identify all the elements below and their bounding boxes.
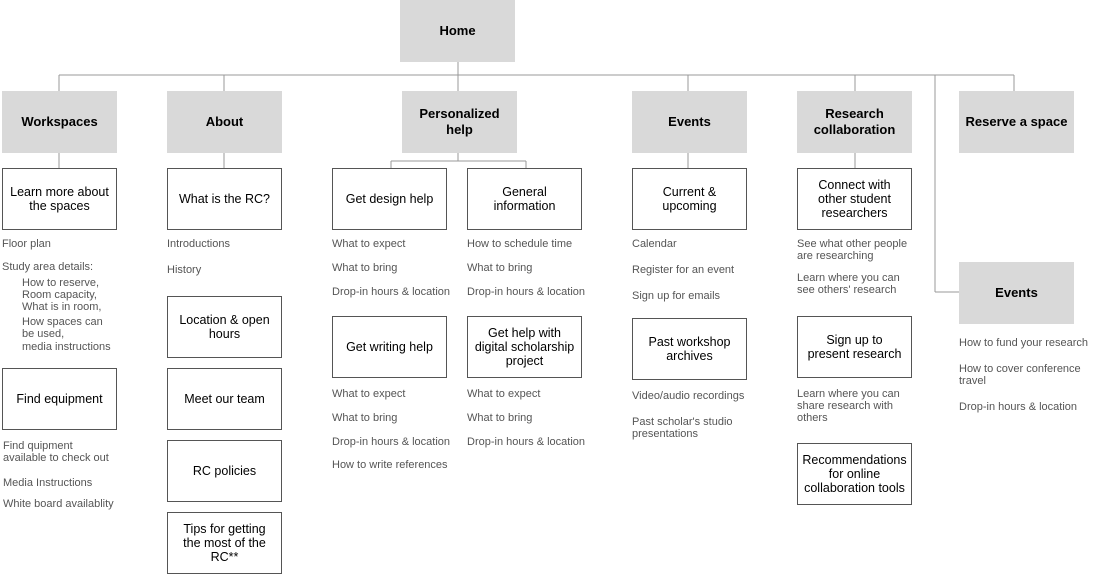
present-research-page[interactable]: Sign up to present research [797, 316, 912, 378]
tips-page[interactable]: Tips for getting the most of the RC** [167, 512, 282, 574]
digital-scholarship-page[interactable]: Get help with digital scholarship projec… [467, 316, 582, 378]
meet-team-page[interactable]: Meet our team [167, 368, 282, 430]
general-info-item: What to bring [467, 262, 533, 274]
study-sub-item: be used, [22, 328, 65, 340]
events-secondary-item: How to fund your research [959, 337, 1089, 349]
rc-policies-page[interactable]: RC policies [167, 440, 282, 502]
writing-help-item: How to write references [332, 459, 448, 471]
introductions-item: Introductions [167, 238, 230, 250]
current-events-item: Calendar [632, 238, 677, 250]
study-sub-item: What is in room, [22, 301, 102, 313]
design-help-page[interactable]: Get design help [332, 168, 447, 230]
home-node[interactable]: Home [400, 0, 515, 62]
history-item: History [167, 264, 202, 276]
what-is-rc-page[interactable]: What is the RC? [167, 168, 282, 230]
research-collaboration-node[interactable]: Research collaboration [797, 91, 912, 153]
digital-scholarship-item: What to bring [467, 412, 533, 424]
location-hours-page[interactable]: Location & open hours [167, 296, 282, 358]
personalized-help-node[interactable]: Personalized help [402, 91, 517, 153]
learn-spaces-page[interactable]: Learn more about the spaces [2, 168, 117, 230]
events-secondary-item: How to cover conference travel [959, 363, 1081, 387]
past-workshop-item: Past scholar's studio presentations [632, 416, 733, 440]
writing-help-item: What to bring [332, 412, 398, 424]
floor-plan-item: Floor plan [2, 238, 51, 250]
current-events-item: Sign up for emails [632, 290, 721, 302]
study-area-item: Study area details: [2, 261, 94, 273]
past-workshop-item: Video/audio recordings [632, 390, 745, 402]
general-info-page[interactable]: General information [467, 168, 582, 230]
events-secondary-node[interactable]: Events [959, 262, 1074, 324]
media-instructions-item: Media Instructions [3, 477, 93, 489]
current-upcoming-page[interactable]: Current & upcoming [632, 168, 747, 230]
reserve-space-node[interactable]: Reserve a space [959, 91, 1074, 153]
past-workshop-page[interactable]: Past workshop archives [632, 318, 747, 380]
connect-researchers-page[interactable]: Connect with other student researchers [797, 168, 912, 230]
writing-help-page[interactable]: Get writing help [332, 316, 447, 378]
present-item: Learn where you can share research with … [797, 388, 900, 424]
connect-item: See what other people are researching [797, 238, 908, 262]
equipment-item: available to check out [3, 452, 109, 464]
current-events-item: Register for an event [632, 264, 735, 276]
study-sub-item: How spaces can [22, 316, 103, 328]
general-info-item: How to schedule time [467, 238, 573, 250]
design-help-item: What to bring [332, 262, 398, 274]
events-node[interactable]: Events [632, 91, 747, 153]
study-sub-item: Room capacity, [22, 289, 97, 301]
design-help-item: What to expect [332, 238, 406, 250]
events-secondary-item: Drop-in hours & location [959, 401, 1078, 413]
study-sub-item: How to reserve, [22, 277, 100, 289]
about-node[interactable]: About [167, 91, 282, 153]
whiteboard-item: White board availablity [3, 498, 114, 510]
design-help-item: Drop-in hours & location [332, 286, 451, 298]
general-info-item: Drop-in hours & location [467, 286, 586, 298]
find-equipment-page[interactable]: Find equipment [2, 368, 117, 430]
study-sub-item: media instructions [22, 341, 111, 353]
connect-item: Learn where you can see others' research [797, 272, 900, 296]
digital-scholarship-item: What to expect [467, 388, 541, 400]
writing-help-item: What to expect [332, 388, 406, 400]
digital-scholarship-item: Drop-in hours & location [467, 436, 586, 448]
writing-help-item: Drop-in hours & location [332, 436, 451, 448]
recommendations-page[interactable]: Recommendations for online collaboration… [797, 443, 912, 505]
equipment-item: Find quipment [3, 440, 73, 452]
workspaces-node[interactable]: Workspaces [2, 91, 117, 153]
